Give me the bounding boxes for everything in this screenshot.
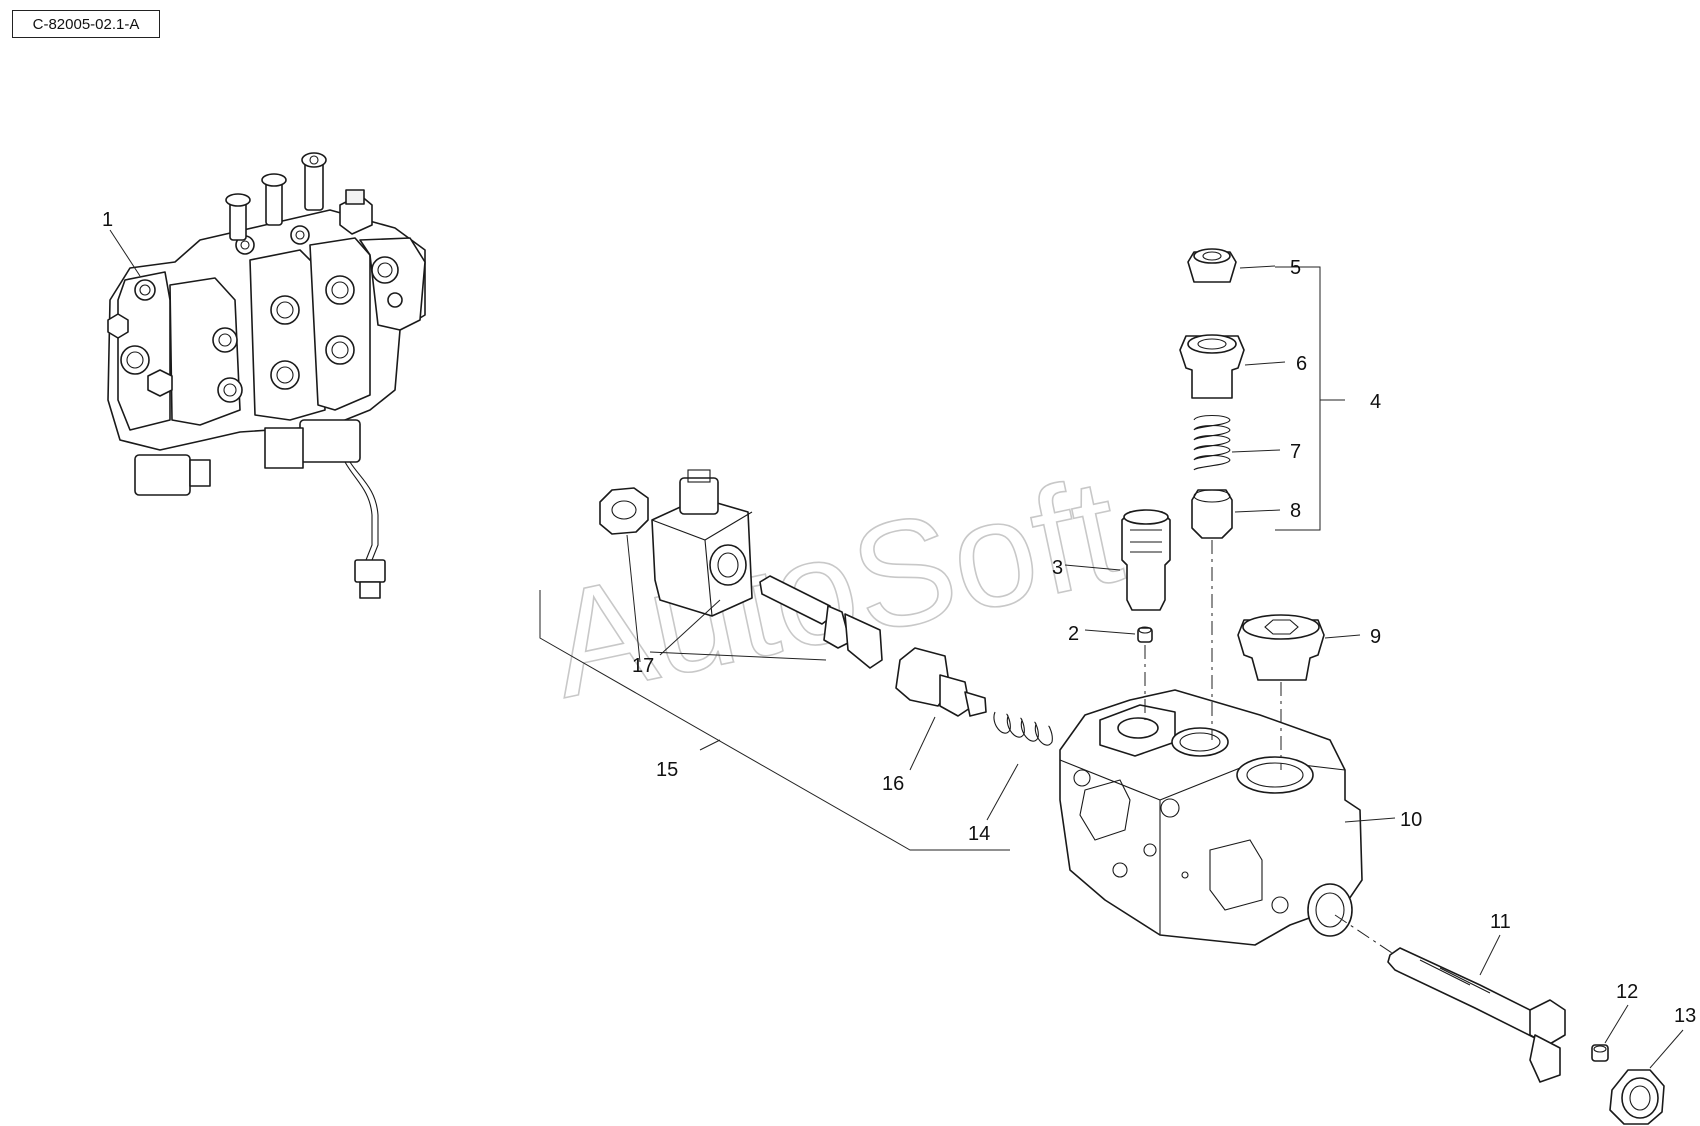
leader-1 <box>109 229 141 277</box>
part-14-spring <box>993 711 1053 746</box>
callout-4: 4 <box>1370 391 1381 413</box>
part-6-seat <box>1179 334 1245 399</box>
leader-10 <box>1344 817 1396 823</box>
leader-17c <box>659 599 721 656</box>
callout-9: 9 <box>1370 626 1381 648</box>
part-8-poppet <box>1191 489 1233 539</box>
part-16-cartridge <box>895 647 987 717</box>
part-11-spool <box>1387 947 1566 1083</box>
callout-16: 16 <box>882 773 904 795</box>
leader-17a <box>626 534 641 663</box>
leader-9 <box>1324 634 1361 639</box>
leader-14 <box>986 763 1019 821</box>
leader-7 <box>1231 449 1281 453</box>
callout-11: 11 <box>1490 911 1511 933</box>
callout-13: 13 <box>1674 1005 1696 1027</box>
part-12-ring <box>1591 1044 1609 1062</box>
bracket-4 <box>1275 266 1345 531</box>
callout-12: 12 <box>1616 981 1638 1003</box>
valve-bank-assembly <box>107 152 426 599</box>
solenoid-stem <box>759 575 883 669</box>
part-2-insert <box>1137 626 1153 643</box>
callout-6: 6 <box>1296 353 1307 375</box>
callout-14: 14 <box>968 823 990 845</box>
part-13-cap <box>1609 1069 1665 1125</box>
leader-15 <box>699 739 721 751</box>
leader-8 <box>1234 509 1281 513</box>
callout-1: 1 <box>102 209 113 231</box>
callout-10: 10 <box>1400 809 1422 831</box>
part-5-plug <box>1187 248 1237 283</box>
callout-5: 5 <box>1290 257 1301 279</box>
leader-16 <box>909 716 936 771</box>
callout-8: 8 <box>1290 500 1301 522</box>
drawing-code: C-82005-02.1-A <box>12 10 160 38</box>
leader-2 <box>1084 629 1136 635</box>
part-3-cartridge <box>1121 509 1171 611</box>
callout-7: 7 <box>1290 441 1301 463</box>
leader-12 <box>1604 1004 1629 1044</box>
part-17-solenoid <box>599 469 753 617</box>
callout-15: 15 <box>656 759 678 781</box>
valve-section-body <box>1059 689 1363 946</box>
callout-2: 2 <box>1068 623 1079 645</box>
leader-17b <box>649 651 827 661</box>
part-7-spring <box>1193 414 1231 471</box>
centerline-11 <box>1334 914 1396 956</box>
leader-3 <box>1064 564 1121 571</box>
callout-17: 17 <box>632 655 654 677</box>
callout-3: 3 <box>1052 557 1063 579</box>
leader-13 <box>1649 1029 1684 1069</box>
leader-5 <box>1239 265 1276 269</box>
leader-6 <box>1244 361 1286 366</box>
leader-11 <box>1479 934 1501 976</box>
part-9-plug <box>1237 614 1325 681</box>
bracket-15 <box>539 590 1010 851</box>
